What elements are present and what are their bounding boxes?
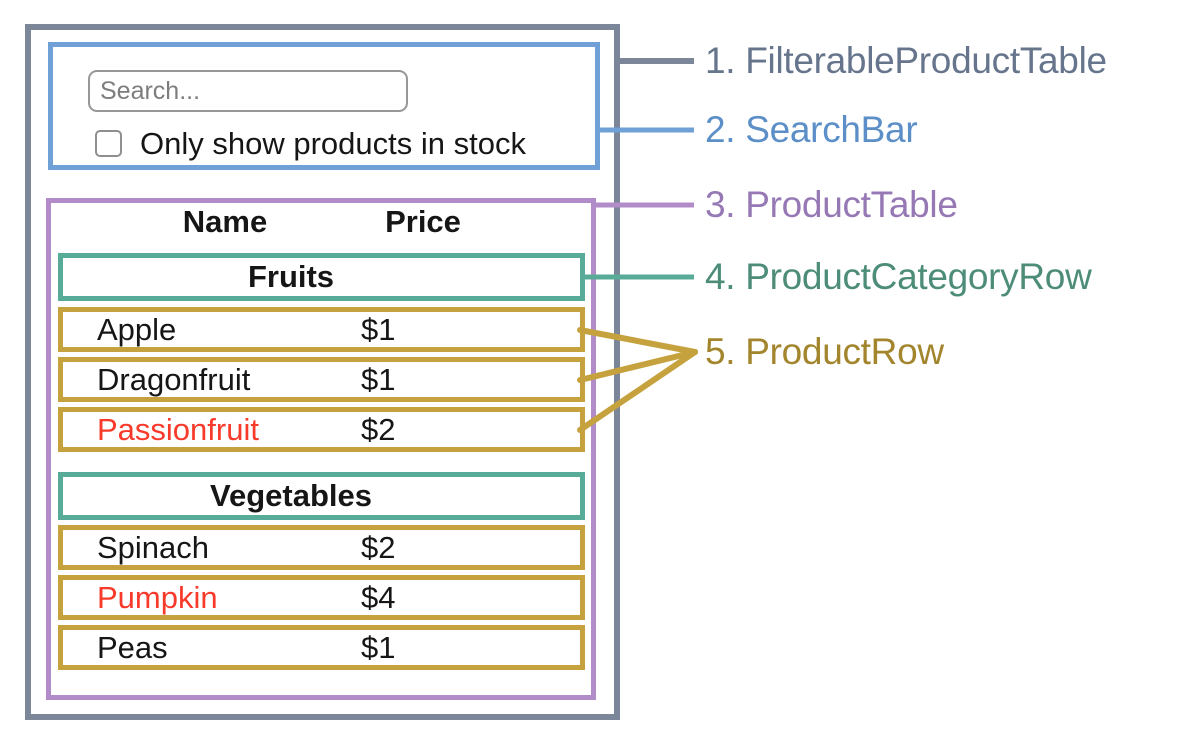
product-name: Peas <box>97 629 168 665</box>
in-stock-checkbox-label: Only show products in stock <box>140 126 526 161</box>
category-label: Vegetables <box>210 478 372 513</box>
product-price: $2 <box>361 411 396 447</box>
product-row: Pumpkin $4 <box>58 575 585 620</box>
product-price: $4 <box>361 579 396 615</box>
product-row: Peas $1 <box>58 625 585 670</box>
product-price: $1 <box>361 311 396 347</box>
product-price: $2 <box>361 529 396 565</box>
product-name: Pumpkin <box>97 579 218 615</box>
product-name: Dragonfruit <box>97 361 251 397</box>
column-header-name: Name <box>182 204 268 239</box>
category-label: Fruits <box>247 259 335 294</box>
product-price: $1 <box>361 361 396 397</box>
product-price: $1 <box>361 629 396 665</box>
search-input[interactable] <box>88 70 408 112</box>
product-row: Dragonfruit $1 <box>58 357 585 402</box>
product-category-row: Vegetables <box>58 472 585 520</box>
legend-product-row: 5. ProductRow <box>705 331 944 372</box>
column-header-price: Price <box>385 204 461 239</box>
product-name: Apple <box>97 311 177 347</box>
in-stock-checkbox[interactable] <box>95 130 122 157</box>
legend-search-bar: 2. SearchBar <box>705 109 918 150</box>
legend-product-table: 3. ProductTable <box>705 184 958 225</box>
legend-product-category-row: 4. ProductCategoryRow <box>705 256 1092 297</box>
product-name: Spinach <box>97 529 210 565</box>
legend-filterable-product-table: 1. FilterableProductTable <box>705 40 1107 81</box>
product-row: Passionfruit $2 <box>58 407 585 452</box>
product-row: Spinach $2 <box>58 525 585 570</box>
product-name: Passionfruit <box>97 411 259 447</box>
product-row: Apple $1 <box>58 307 585 352</box>
product-category-row: Fruits <box>58 253 585 301</box>
